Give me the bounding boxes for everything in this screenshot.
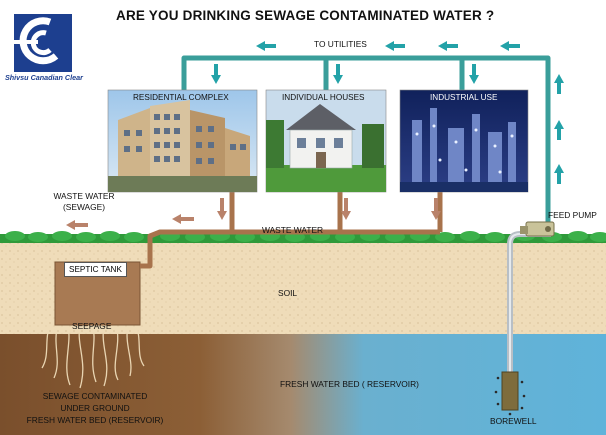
residential-label: RESIDENTIAL COMPLEX bbox=[133, 93, 229, 102]
logo-text: Shivsu Canadian Clear bbox=[5, 73, 83, 82]
fresh-water-label: FRESH WATER BED ( RESERVOIR) bbox=[280, 379, 419, 389]
residential-photo bbox=[107, 89, 258, 193]
borewell-pipe bbox=[494, 228, 551, 416]
seepage-label: SEEPAGE bbox=[72, 321, 112, 331]
arrow-brown-down-1 bbox=[217, 198, 227, 220]
borewell-label: BOREWELL bbox=[490, 416, 537, 426]
page-title: ARE YOU DRINKING SEWAGE CONTAMINATED WAT… bbox=[116, 8, 495, 23]
arrow-left-1 bbox=[256, 41, 276, 51]
seepage-roots bbox=[41, 324, 145, 389]
waste-water-sewage-label: WASTE WATER (SEWAGE) bbox=[53, 191, 115, 212]
septic-tank-label: SEPTIC TANK bbox=[64, 262, 127, 277]
arrow-brown-left-2 bbox=[66, 220, 88, 230]
houses-photo bbox=[265, 89, 387, 193]
borewell-casing bbox=[501, 371, 519, 411]
arrow-left-2 bbox=[385, 41, 405, 51]
arrow-down-2 bbox=[333, 64, 343, 84]
arrow-up-2 bbox=[554, 120, 564, 140]
to-utilities-label: TO UTILITIES bbox=[314, 39, 367, 49]
industrial-label: INDUSTRIAL USE bbox=[430, 93, 498, 102]
arrow-brown-down-2 bbox=[341, 198, 351, 220]
individual-label: INDIVIDUAL HOUSES bbox=[282, 93, 365, 102]
utility-arrows bbox=[211, 41, 564, 184]
utility-pipes bbox=[181, 55, 551, 228]
arrow-brown-down-3 bbox=[431, 198, 441, 220]
arrow-up-3 bbox=[554, 164, 564, 184]
soil-label: SOIL bbox=[278, 288, 298, 298]
logo bbox=[14, 14, 72, 72]
arrow-down-3 bbox=[469, 64, 479, 84]
feed-pump bbox=[520, 221, 555, 237]
arrow-up-1 bbox=[554, 74, 564, 94]
contaminated-label: SEWAGE CONTAMINATED UNDER GROUND FRESH W… bbox=[26, 391, 164, 425]
arrow-left-3 bbox=[438, 41, 458, 51]
sewage-arrows bbox=[66, 198, 441, 230]
arrow-down-1 bbox=[211, 64, 221, 84]
grass-strip bbox=[0, 231, 606, 243]
waste-water-label: WASTE WATER bbox=[262, 225, 324, 235]
industrial-photo bbox=[399, 89, 529, 193]
arrow-left-4 bbox=[500, 41, 520, 51]
arrow-brown-left-1 bbox=[172, 214, 194, 224]
feed-pump-label: FEED PUMP bbox=[548, 210, 597, 220]
